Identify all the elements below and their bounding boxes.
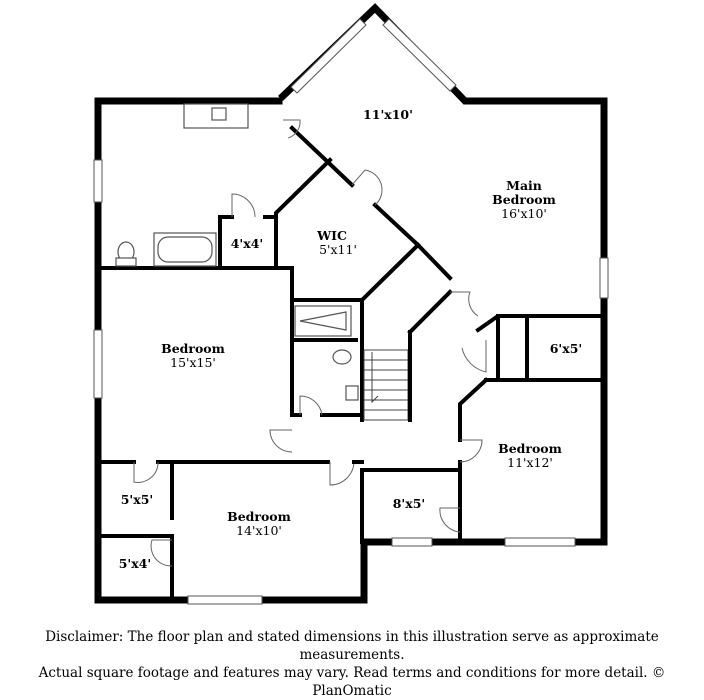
door-swing <box>459 439 483 463</box>
room-name-wic: WIC <box>316 228 347 243</box>
room-label-closet-5x5: 5'x5' <box>121 492 154 507</box>
staircase <box>363 349 409 421</box>
door-swing <box>231 193 256 218</box>
room-dims-main-bedroom: 16'x10' <box>501 206 547 221</box>
door-swing <box>461 340 487 373</box>
disclaimer: Disclaimer: The floor plan and stated di… <box>0 628 704 700</box>
room-name-bedroom-11x12: Bedroom <box>498 441 562 456</box>
interior-wall <box>458 377 489 442</box>
window <box>504 537 576 547</box>
room-label-bay: 11'x10' <box>363 107 413 122</box>
disclaimer-line-1: Disclaimer: The floor plan and stated di… <box>45 629 659 663</box>
sink <box>211 107 227 121</box>
door-swing <box>283 119 301 139</box>
room-label-closet-5x4: 5'x4' <box>119 556 152 571</box>
door-swing <box>299 395 323 416</box>
door-swing <box>150 539 173 567</box>
room-label-closet-4x4: 4'x4' <box>231 236 264 251</box>
room-label-closet-8x5: 8'x5' <box>393 496 426 511</box>
window <box>187 595 263 605</box>
room-dims-wic: 5'x11' <box>319 242 357 257</box>
window <box>93 329 103 399</box>
room-name-main-bedroom-2: Bedroom <box>492 192 556 207</box>
interior-wall <box>407 289 453 335</box>
window <box>599 257 609 299</box>
window <box>93 159 103 203</box>
room-dims-bedroom-11x12: 11'x12' <box>507 455 553 470</box>
interior-wall <box>289 125 355 188</box>
door-swing <box>329 461 355 486</box>
interior-wall <box>415 242 453 281</box>
disclaimer-line-2: Actual square footage and features may v… <box>38 665 666 699</box>
tub-basin <box>299 311 347 331</box>
door-swing <box>351 169 383 206</box>
toilet <box>332 349 352 365</box>
door-swing <box>450 291 479 317</box>
interior-wall <box>372 202 421 248</box>
door-swing <box>439 507 461 533</box>
window <box>391 537 433 547</box>
room-dims-bedroom-15x15: 15'x15' <box>170 355 216 370</box>
door-swing <box>269 429 293 453</box>
interior-wall <box>274 157 333 270</box>
room-name-main-bedroom: Main <box>506 178 542 193</box>
toilet-tank <box>115 257 137 267</box>
sink <box>345 385 359 401</box>
floor-plan: 11'x10' Main Bedroom 16'x10' WIC 5'x11' … <box>93 3 609 605</box>
window <box>382 18 457 92</box>
interior-wall <box>359 242 421 303</box>
room-label-closet-6x5: 6'x5' <box>550 341 583 356</box>
window <box>290 18 367 94</box>
door-swing <box>133 461 159 483</box>
room-name-bedroom-15x15: Bedroom <box>161 341 225 356</box>
room-dims-bedroom-14x10: 14'x10' <box>236 523 282 538</box>
room-name-bedroom-14x10: Bedroom <box>227 509 291 524</box>
tub-basin <box>157 236 213 263</box>
